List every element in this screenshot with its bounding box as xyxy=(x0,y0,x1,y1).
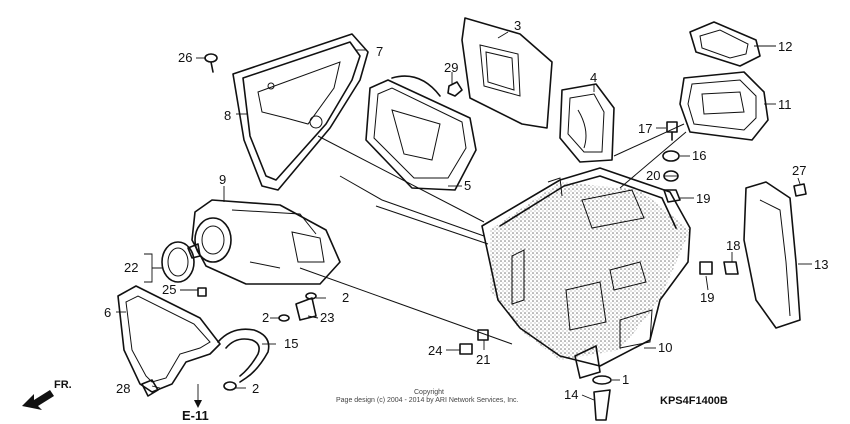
intake-duct-part[interactable] xyxy=(679,71,769,141)
callout-17[interactable]: 17 xyxy=(638,121,652,136)
callout-1[interactable]: 1 xyxy=(622,372,629,387)
callout-22[interactable]: 22 xyxy=(124,260,138,275)
callout-16[interactable]: 16 xyxy=(692,148,706,163)
callout-2[interactable]: 2 xyxy=(252,381,259,396)
front-label: FR. xyxy=(54,379,72,391)
collar-part[interactable] xyxy=(699,261,739,275)
callout-24[interactable]: 24 xyxy=(428,343,442,358)
tube-clip-part[interactable] xyxy=(223,292,317,391)
callout-18[interactable]: 18 xyxy=(726,238,740,253)
drain-plug-part[interactable] xyxy=(141,379,159,397)
diagram-code: KPS4F1400B xyxy=(660,395,728,407)
callout-8[interactable]: 8 xyxy=(224,108,231,123)
callout-27[interactable]: 27 xyxy=(792,163,806,178)
clamp-screw-part[interactable] xyxy=(197,287,207,297)
filter-frame-part[interactable] xyxy=(559,83,615,163)
callout-12[interactable]: 12 xyxy=(778,39,792,54)
assembly-guide-lines xyxy=(299,123,687,345)
copyright-line2: Page design (c) 2004 - 2014 by ARI Netwo… xyxy=(336,397,519,404)
callout-4[interactable]: 4 xyxy=(590,70,597,85)
mounting-bolt-part[interactable] xyxy=(459,329,489,355)
callout-6[interactable]: 6 xyxy=(104,305,111,320)
connecting-tube-part[interactable] xyxy=(191,199,341,285)
callout-3[interactable]: 3 xyxy=(514,18,521,33)
bolt-part[interactable] xyxy=(666,121,678,141)
callout-9[interactable]: 9 xyxy=(219,172,226,187)
arrow-down-icon xyxy=(194,384,202,408)
callout-5[interactable]: 5 xyxy=(464,178,471,193)
nut-part[interactable] xyxy=(447,81,463,97)
screw-part[interactable] xyxy=(204,53,218,73)
callout-14[interactable]: 14 xyxy=(564,387,578,402)
callout-7[interactable]: 7 xyxy=(376,44,383,59)
callout-2[interactable]: 2 xyxy=(262,310,269,325)
cover-screw-part[interactable] xyxy=(793,183,807,197)
callout-19[interactable]: 19 xyxy=(696,191,710,206)
side-cover-part[interactable] xyxy=(743,181,801,329)
callout-20[interactable]: 20 xyxy=(646,168,660,183)
callout-29[interactable]: 29 xyxy=(444,60,458,75)
copyright-line1: Copyright xyxy=(414,389,444,396)
air-cleaner-gasket-part[interactable] xyxy=(117,285,221,393)
front-direction-arrow-icon xyxy=(22,390,54,410)
callout-21[interactable]: 21 xyxy=(476,352,490,367)
air-cleaner-case-part[interactable] xyxy=(481,167,691,379)
callout-28[interactable]: 28 xyxy=(116,381,130,396)
leader-lines xyxy=(116,31,812,401)
callout-10[interactable]: 10 xyxy=(658,340,672,355)
section-reference-e11[interactable]: E-11 xyxy=(182,408,209,423)
callout-26[interactable]: 26 xyxy=(178,50,192,65)
callout-11[interactable]: 11 xyxy=(778,97,792,112)
air-filter-element-part[interactable] xyxy=(461,17,553,129)
callout-2[interactable]: 2 xyxy=(342,290,349,305)
duct-cap-part[interactable] xyxy=(689,21,761,67)
callout-13[interactable]: 13 xyxy=(814,257,828,272)
callout-19[interactable]: 19 xyxy=(700,290,714,305)
filter-cage-part[interactable] xyxy=(365,75,477,191)
callout-25[interactable]: 25 xyxy=(162,282,176,297)
hose-joint-part[interactable] xyxy=(295,297,317,321)
callout-15[interactable]: 15 xyxy=(284,336,298,351)
band-clamp-part[interactable] xyxy=(161,241,201,283)
callout-23[interactable]: 23 xyxy=(320,310,334,325)
drain-tube-part[interactable] xyxy=(217,328,270,383)
air-cleaner-cover-part[interactable] xyxy=(232,33,369,191)
drain-cap-part[interactable] xyxy=(592,375,612,421)
